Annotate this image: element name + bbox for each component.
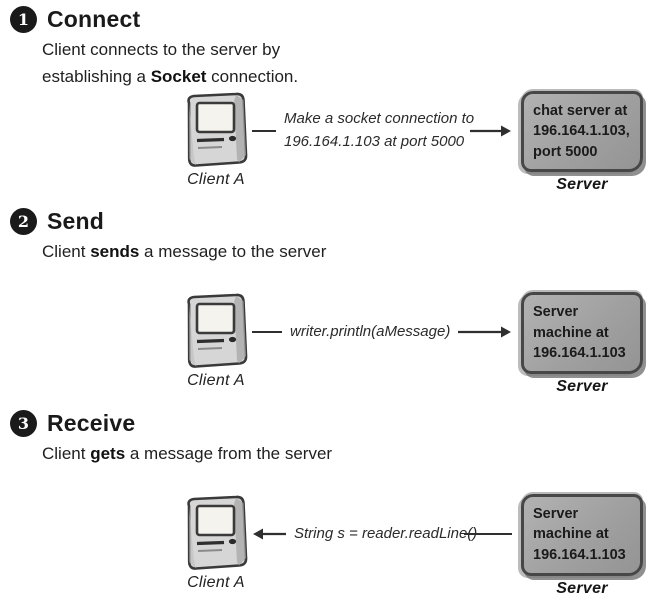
step-3-desc-post: a message from the server (125, 444, 333, 464)
step-2-description: Client sends a message to the server (42, 239, 652, 266)
step-1-annotation-line2: 196.164.1.103 at port 5000 (284, 132, 465, 150)
step-2-number-badge: 2 (10, 208, 37, 236)
server-box-line: Server (533, 304, 579, 321)
client-computer-icon (186, 293, 248, 369)
step-1-connect-section: 1 Connect Client connects to the server … (8, 6, 652, 194)
step-3-diagram: Client A String s = reader.readLine() Se… (180, 493, 652, 598)
step-2-send-section: 2 Send Client sends a message to the ser… (8, 208, 652, 396)
step-2-server-figure: Server machine at 196.164.1.103 Server (512, 292, 652, 396)
server-box-line: 196.164.1.103, (533, 123, 630, 140)
server-box-line: port 5000 (533, 143, 598, 160)
step-1-client-label: Client A (187, 170, 245, 188)
step-1-server-label: Server (556, 176, 608, 194)
step-2-client-label: Client A (187, 372, 245, 390)
step-3-desc-keyword: gets (90, 444, 126, 464)
step-3-connector: String s = reader.readLine() (252, 494, 512, 574)
server-box-line: Server (533, 505, 579, 522)
step-3-title: Receive (47, 410, 136, 437)
step-3-receive-section: 3 Receive Client gets a message from the… (8, 410, 652, 598)
server-box-line: 196.164.1.103 (533, 345, 626, 362)
step-3-annotation: String s = reader.readLine() (294, 524, 478, 542)
step-1-desc-line2-pre: establishing a (42, 66, 151, 86)
step-2-server-label: Server (556, 378, 608, 396)
step-2-diagram: Client A writer.println(aMessage) Server… (180, 292, 652, 396)
step-1-server-figure: chat server at 196.164.1.103, port 5000 … (512, 90, 652, 195)
step-1-diagram: Client A Make a socket connection to 196… (180, 90, 652, 195)
step-1-header: 1 Connect (10, 6, 652, 33)
connector-line (252, 129, 276, 132)
step-1-annotation: Make a socket connection to 196.164.1.10… (284, 108, 474, 153)
server-box-line: 196.164.1.103 (533, 547, 626, 564)
step-3-client-label: Client A (187, 573, 245, 591)
step-1-connector: Make a socket connection to 196.164.1.10… (252, 91, 512, 171)
step-1-client-figure: Client A (180, 91, 252, 189)
step-2-connector: writer.println(aMessage) (252, 292, 512, 372)
step-2-title: Send (47, 208, 105, 235)
client-computer-icon (186, 92, 248, 167)
arrow-left-icon (253, 528, 286, 540)
step-3-header: 3 Receive (10, 410, 652, 438)
step-1-number-badge: 1 (10, 6, 37, 33)
step-1-title: Connect (47, 6, 141, 32)
client-computer-icon (186, 495, 248, 571)
step-3-server-figure: Server machine at 196.164.1.103 Server (512, 493, 652, 598)
step-1-server-box: chat server at 196.164.1.103, port 5000 (521, 90, 643, 173)
server-box-line: machine at (533, 526, 609, 543)
step-2-annotation: writer.println(aMessage) (290, 323, 451, 341)
step-2-client-figure: Client A (180, 292, 252, 390)
arrow-right-icon (458, 326, 511, 338)
step-2-desc-post: a message to the server (139, 242, 327, 262)
step-3-server-box: Server machine at 196.164.1.103 (521, 493, 643, 576)
step-3-client-figure: Client A (180, 494, 252, 592)
step-2-desc-keyword: sends (90, 242, 140, 262)
step-2-desc-pre: Client (42, 242, 91, 262)
step-1-desc-line1: Client connects to the server by (42, 40, 281, 59)
step-3-desc-pre: Client (42, 444, 91, 464)
step-1-annotation-line1: Make a socket connection to (284, 110, 475, 128)
step-3-number-badge: 3 (10, 410, 37, 438)
server-box-line: chat server at (533, 102, 628, 119)
step-1-description: Client connects to the server by establi… (42, 37, 652, 91)
step-2-header: 2 Send (10, 208, 652, 236)
step-2-server-box: Server machine at 196.164.1.103 (521, 292, 643, 375)
connector-line (464, 532, 512, 535)
arrow-right-icon (470, 125, 511, 137)
connector-line (252, 331, 282, 334)
step-1-desc-socket-keyword: Socket (150, 66, 207, 86)
step-3-description: Client gets a message from the server (42, 441, 652, 468)
server-box-line: machine at (533, 324, 609, 341)
step-1-desc-line2-post: connection. (206, 66, 299, 86)
